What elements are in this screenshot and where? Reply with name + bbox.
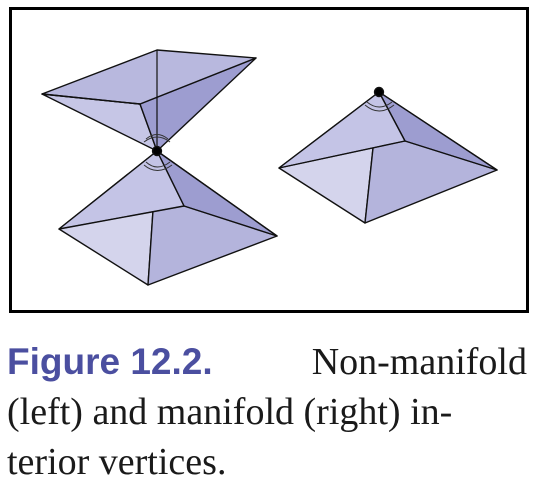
figure-label: Figure 12.2. (7, 341, 213, 382)
upright-pyramid-right (278, 91, 498, 224)
manifold-vertex (373, 86, 385, 98)
caption-line-1: Figure 12.2. Non-manifold (7, 337, 527, 387)
inverted-pyramid (41, 49, 257, 152)
caption-line-3: terior vertices. (7, 441, 227, 483)
figure-illustration (41, 49, 498, 286)
vertex-angle-arcs-left (143, 134, 173, 171)
figure-caption: Figure 12.2. Non-manifold (left) and man… (7, 337, 527, 487)
caption-line-2: (left) and manifold (right) in- (7, 391, 453, 433)
upright-pyramid-left (58, 150, 278, 286)
figure-frame (9, 7, 529, 313)
caption-text-1: Non-manifold (311, 341, 527, 383)
vertex-angle-arcs-right (364, 101, 395, 112)
non-manifold-vertex (151, 145, 163, 157)
